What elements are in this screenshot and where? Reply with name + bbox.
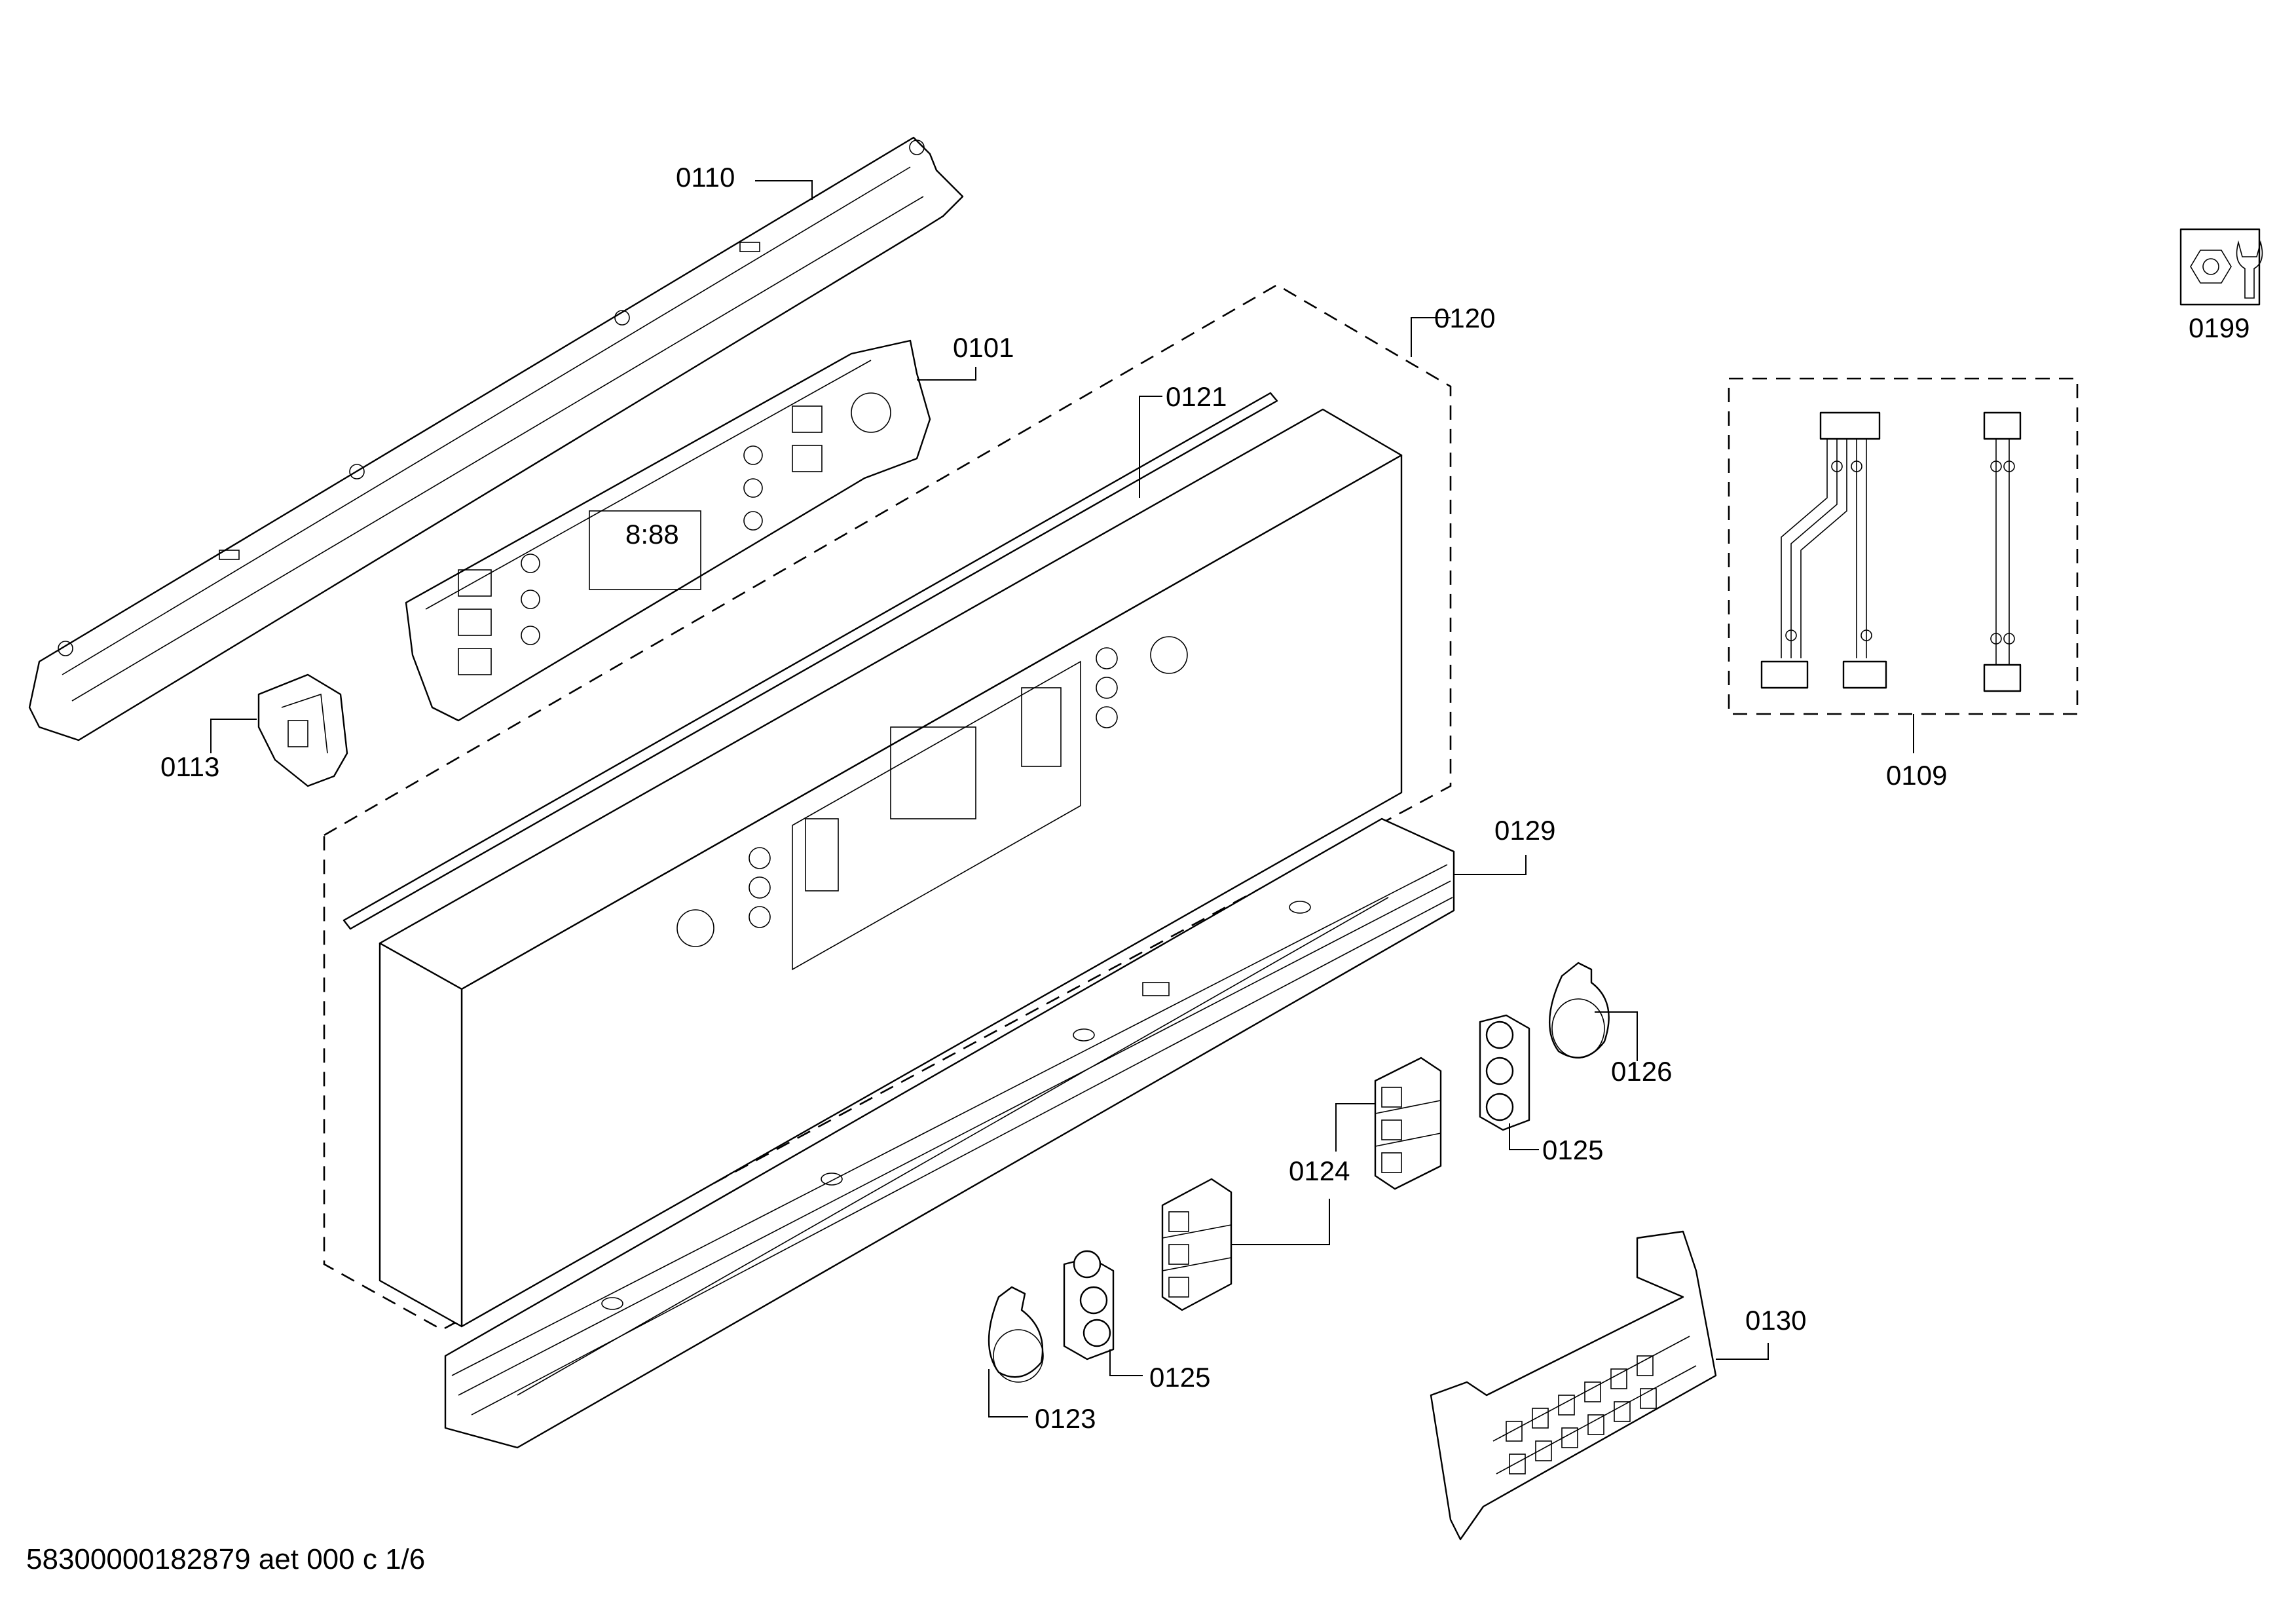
label-0126: 0126 (1611, 1056, 1672, 1087)
label-0130: 0130 (1745, 1305, 1806, 1336)
svg-text:8:88: 8:88 (625, 519, 679, 550)
part-0113-clip[interactable] (257, 673, 348, 787)
label-0109: 0109 (1886, 760, 1947, 791)
part-0101-control-module[interactable]: 8:88 (405, 339, 931, 722)
label-0120: 0120 (1434, 303, 1495, 333)
label-0121: 0121 (1166, 381, 1227, 412)
part-0125-buttons-upper[interactable] (1479, 1014, 1530, 1131)
part-0126-knob[interactable] (1549, 962, 1610, 1059)
label-0123: 0123 (1035, 1403, 1096, 1434)
label-0101: 0101 (953, 332, 1014, 363)
label-0199: 0199 (2189, 312, 2250, 343)
part-0109-wiring-harness[interactable] (1760, 411, 2022, 692)
part-0110-rail[interactable] (28, 136, 964, 741)
label-0110: 0110 (676, 162, 735, 193)
wrench-nut-icon (2179, 228, 2263, 306)
group-0109-outline (1728, 377, 2079, 715)
part-0125-buttons-lower[interactable] (1063, 1250, 1115, 1361)
part-0121-strip[interactable] (343, 392, 1278, 930)
label-0125-lower: 0125 (1149, 1362, 1210, 1393)
group-0120-outline (323, 284, 1452, 1331)
part-0130-bracket[interactable] (1430, 1230, 1717, 1541)
part-0120-fascia-panel[interactable] (379, 408, 1403, 1328)
part-0123-knob[interactable] (988, 1286, 1044, 1383)
part-0124-keys-upper[interactable] (1374, 1057, 1442, 1190)
label-0124: 0124 (1289, 1155, 1350, 1186)
part-0129-bottom-profile[interactable] (444, 817, 1455, 1449)
label-0113: 0113 (160, 751, 219, 782)
part-0124-keys-lower[interactable] (1161, 1178, 1232, 1311)
label-0125-upper: 0125 (1542, 1135, 1603, 1165)
label-0129: 0129 (1494, 815, 1555, 846)
document-id: 58300000182879 aet 000 c 1/6 (26, 1543, 425, 1575)
